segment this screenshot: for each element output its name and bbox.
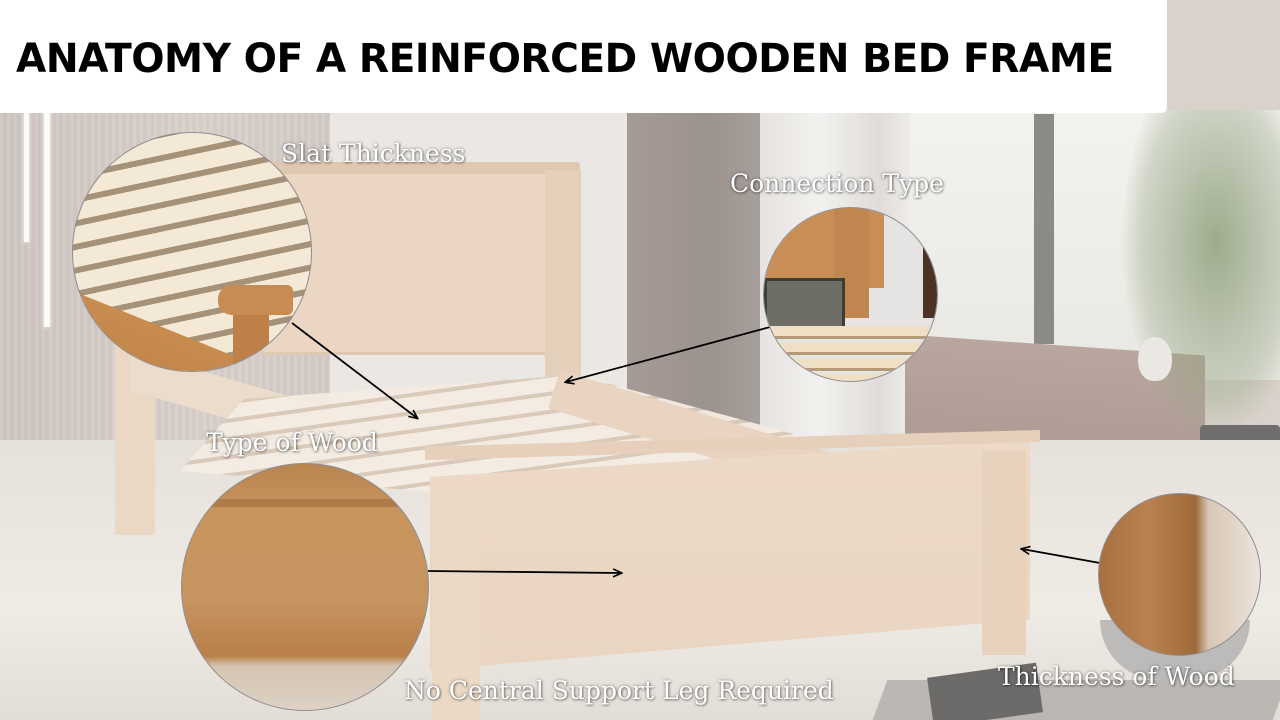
thickness-of-wood-magnifier-icon xyxy=(1098,493,1261,656)
window-frame xyxy=(1034,114,1054,344)
wall-pillar xyxy=(627,110,762,450)
decor-vase xyxy=(1138,337,1172,381)
bed-footboard-post-left xyxy=(432,500,480,720)
bed-headboard-post-right xyxy=(545,170,581,380)
label-thickness-of-wood: Thickness of Wood xyxy=(998,662,1235,691)
label-type-of-wood: Type of Wood xyxy=(206,428,378,457)
wall-light-strip xyxy=(44,112,50,327)
bed-footboard-post-right xyxy=(982,450,1026,655)
slat-thickness-magnifier-icon xyxy=(72,132,312,372)
potted-plant xyxy=(1120,110,1280,440)
label-slat-thickness: Slat Thickness xyxy=(281,139,466,168)
bed-headboard-cap xyxy=(255,162,580,174)
connection-type-magnifier-icon xyxy=(763,207,938,382)
label-no-central-support: No Central Support Leg Required xyxy=(404,676,834,705)
label-connection-type: Connection Type xyxy=(730,169,944,198)
page-title: ANATOMY OF A REINFORCED WOODEN BED FRAME xyxy=(16,36,1114,82)
wall-light-strip xyxy=(24,112,29,242)
type-of-wood-magnifier-icon xyxy=(181,463,429,711)
title-banner: ANATOMY OF A REINFORCED WOODEN BED FRAME xyxy=(0,0,1167,113)
